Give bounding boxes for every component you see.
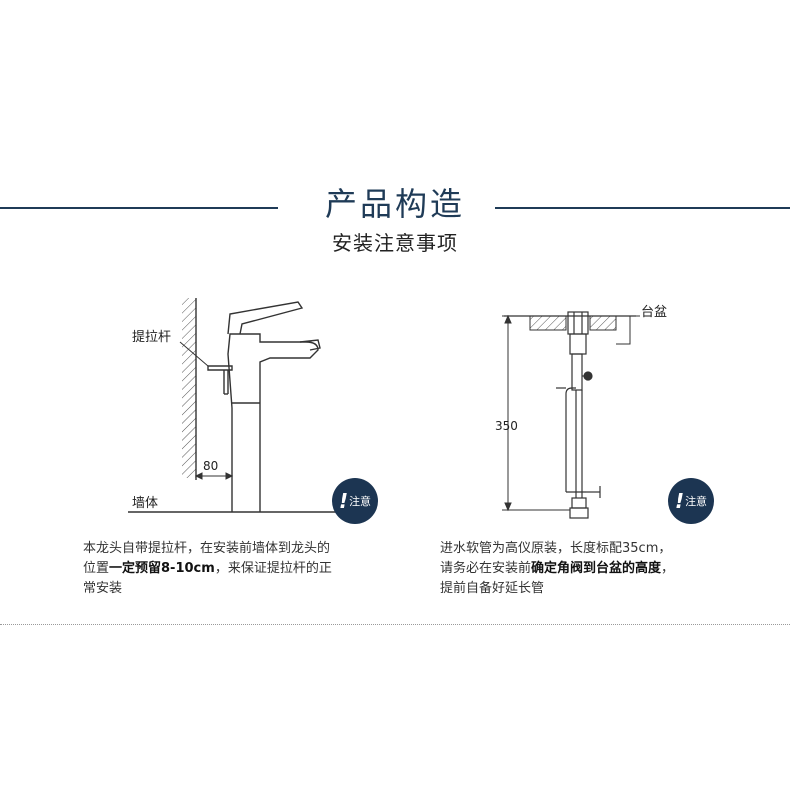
inlet-hose — [556, 387, 601, 519]
note-badge-left: ! 注意 — [332, 478, 378, 524]
header-rule-right — [495, 207, 790, 209]
mount-fittings — [567, 311, 593, 391]
faucet-body — [227, 301, 321, 512]
exclamation-icon: ! — [338, 489, 349, 513]
label-lift-rod: 提拉杆 — [132, 330, 172, 345]
page-subtitle: 安装注意事项 — [332, 231, 458, 255]
header-rule-left — [0, 207, 278, 209]
label-wall: 墙体 — [132, 496, 159, 511]
basin-slab — [504, 315, 640, 345]
dimension-80-label: 80 — [203, 459, 219, 473]
wall-hatch — [182, 298, 196, 478]
exclamation-icon: ! — [674, 489, 685, 513]
basin-hose-diagram — [502, 311, 640, 519]
right-description: 进水软管为高仪原装，长度标配35cm， 请务必在安装前确定角阀到台盆的高度， 提… — [440, 541, 675, 596]
dotted-divider — [0, 624, 790, 625]
dimension-350-marker — [502, 314, 570, 512]
page-title: 产品构造 — [324, 185, 465, 223]
note-badge-right: ! 注意 — [668, 478, 714, 524]
dimension-350-label: 350 — [495, 419, 518, 433]
lift-rod — [207, 365, 233, 395]
left-description: 本龙头自带提拉杆，在安装前墙体到龙头的 位置一定预留8-10cm，来保证提拉杆的… — [83, 541, 332, 596]
faucet-wall-diagram — [128, 298, 348, 513]
left-description-emphasis: 一定预留8-10cm — [109, 561, 215, 576]
dimension-80-marker — [194, 466, 234, 486]
label-basin: 台盆 — [641, 305, 668, 320]
right-description-emphasis: 确定角阀到台盆的高度 — [531, 561, 662, 576]
